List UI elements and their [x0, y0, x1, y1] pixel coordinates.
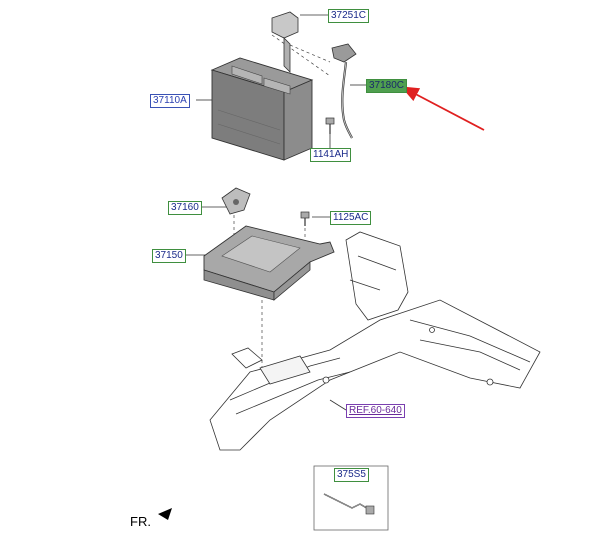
- mounting-bracket-part: [221, 187, 251, 215]
- part-label-37150[interactable]: 37150: [152, 249, 186, 263]
- part-label-37251c[interactable]: 37251C: [328, 9, 370, 23]
- reference-link-60-640[interactable]: REF.60-640: [346, 404, 405, 418]
- battery-tray-part: [203, 225, 335, 301]
- bolt-1141ah-part: [325, 117, 335, 134]
- battery-sensor-cable-part: [331, 43, 357, 139]
- part-label-375s5[interactable]: 375S5: [334, 468, 369, 482]
- part-label-37180c-highlighted[interactable]: 37180C: [366, 79, 408, 93]
- battery-clamp-part: [271, 11, 299, 73]
- part-label-37160[interactable]: 37160: [168, 201, 202, 215]
- bolt-1125ac-part: [300, 211, 310, 226]
- front-direction-label: FR.: [130, 514, 151, 529]
- part-label-37110a[interactable]: 37110A: [150, 94, 190, 108]
- part-label-1125ac[interactable]: 1125AC: [330, 211, 372, 225]
- leader-lines: [186, 14, 366, 411]
- vehicle-body-structure: [209, 231, 541, 451]
- part-label-1141ah[interactable]: 1141AH: [310, 148, 352, 162]
- battery-part: [210, 57, 314, 161]
- front-direction-arrow-icon: [158, 508, 172, 520]
- red-pointer-arrow-icon: [400, 86, 485, 131]
